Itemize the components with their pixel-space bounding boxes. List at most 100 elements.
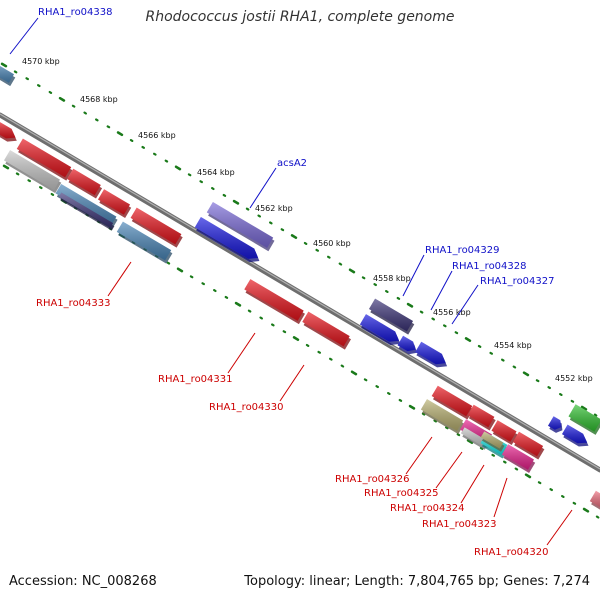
gene-label-acsA2[interactable]: acsA2 — [277, 158, 307, 169]
feature-ro04328-gloss[interactable] — [359, 314, 400, 342]
feature-ro04338-gloss[interactable] — [0, 63, 14, 83]
gene-label-ro04333[interactable]: RHA1_ro04333 — [36, 298, 111, 309]
feature-ro04329-gloss[interactable] — [369, 298, 413, 332]
genome-backbone — [0, 112, 600, 473]
feature-ro04329[interactable] — [369, 298, 415, 335]
feature-navy-1[interactable] — [58, 192, 115, 231]
feature-ro04326-gloss[interactable] — [420, 399, 464, 431]
gene-features — [0, 63, 600, 511]
scale-tick-minor — [503, 460, 507, 464]
tick-label-4554: 4554 kbp — [494, 341, 532, 350]
scale-tick-major — [580, 405, 588, 411]
scale-tick-major — [116, 131, 124, 137]
scale-tick-major — [2, 164, 10, 170]
feature-olive-2[interactable] — [480, 431, 505, 452]
feature-ro04320-gloss[interactable] — [589, 490, 600, 508]
gene-label-ro04320[interactable]: RHA1_ro04320 — [474, 547, 549, 558]
feature-red-6-gloss[interactable] — [431, 385, 473, 417]
feature-red-8[interactable] — [491, 420, 518, 445]
feature-green-1[interactable] — [568, 404, 600, 435]
feature-grey-1[interactable] — [4, 150, 62, 194]
scale-tick-minor — [535, 379, 540, 383]
feature-ro04331[interactable] — [244, 279, 305, 325]
feature-ro04320[interactable] — [589, 490, 600, 511]
feature-ro04323-gloss[interactable] — [502, 444, 534, 470]
feature-blue-2-gloss[interactable] — [548, 416, 562, 430]
gene-label-ro04331[interactable]: RHA1_ro04331 — [158, 374, 233, 385]
feature-red-2-gloss[interactable] — [16, 138, 72, 178]
feature-ro04323[interactable] — [502, 444, 536, 473]
gene-label-ro04328[interactable]: RHA1_ro04328 — [452, 261, 527, 272]
gene-label-ro04324[interactable]: RHA1_ro04324 — [390, 503, 465, 514]
feature-ro04327-a-gloss[interactable] — [397, 335, 416, 352]
feature-red-7-gloss[interactable] — [467, 404, 495, 428]
feature-steel-1-gloss[interactable] — [55, 184, 117, 226]
scale-tick-minor — [547, 386, 552, 390]
scale-tick-minor — [419, 310, 424, 314]
scale-tick-major — [174, 165, 182, 171]
feature-red-8-gloss[interactable] — [491, 420, 517, 442]
feature-red-6[interactable] — [431, 385, 474, 420]
scale-tick-major — [524, 473, 532, 479]
feature-red-9-gloss[interactable] — [512, 431, 544, 457]
feature-ro04331-gloss[interactable] — [244, 279, 304, 321]
feature-red-5-gloss[interactable] — [130, 207, 182, 245]
scale-tick-minor — [456, 433, 461, 437]
feature-ro04327-a[interactable] — [397, 335, 418, 355]
scale-tick-major — [408, 404, 416, 410]
feature-steel-2-gloss[interactable] — [116, 221, 172, 261]
feature-red-2[interactable] — [16, 138, 73, 181]
feature-blue-3[interactable] — [562, 424, 589, 447]
scale-tick-minor — [373, 283, 377, 287]
gene-label-ro04329[interactable]: RHA1_ro04329 — [425, 245, 500, 256]
feature-blue-1-gloss[interactable] — [194, 217, 259, 259]
feature-red-1[interactable] — [0, 122, 17, 142]
feature-grey-1-gloss[interactable] — [4, 150, 60, 190]
feature-acsA2[interactable] — [206, 202, 275, 252]
feature-red-9[interactable] — [512, 431, 545, 460]
feature-green-1-gloss[interactable] — [568, 404, 600, 432]
feature-red-4-gloss[interactable] — [98, 189, 130, 215]
feature-ro04328[interactable] — [359, 314, 401, 345]
gene-label-ro04330[interactable]: RHA1_ro04330 — [209, 402, 284, 413]
feature-grey-2-gloss[interactable] — [461, 427, 487, 447]
feature-red-3[interactable] — [67, 168, 103, 199]
feature-navy-1-gloss[interactable] — [58, 192, 114, 228]
scale-tick-minor — [199, 180, 203, 184]
gene-label-ro04338[interactable]: RHA1_ro04338 — [38, 7, 113, 18]
feature-blue-1[interactable] — [194, 217, 260, 263]
gene-label-ro04326[interactable]: RHA1_ro04326 — [335, 474, 410, 485]
leader-ro04338 — [9, 17, 39, 55]
feature-steel-2[interactable] — [116, 221, 173, 264]
scale-tick-minor — [338, 262, 343, 266]
gene-label-ro04325[interactable]: RHA1_ro04325 — [364, 488, 439, 499]
feature-olive-2-gloss[interactable] — [480, 431, 504, 449]
scale-tick-minor — [282, 330, 287, 334]
scale-tick-minor — [48, 90, 53, 95]
feature-ro04330[interactable] — [302, 311, 351, 350]
scale-tick-minor — [303, 241, 308, 245]
feature-blue-2[interactable] — [548, 416, 563, 433]
leader-acsA2 — [249, 167, 277, 209]
feature-red-5[interactable] — [130, 207, 183, 248]
feature-grey-2[interactable] — [461, 427, 489, 450]
feature-red-7[interactable] — [467, 404, 496, 431]
scale-tick-minor — [189, 275, 194, 279]
scale-tick-minor — [201, 282, 205, 286]
feature-red-3-gloss[interactable] — [67, 168, 101, 196]
feature-ro04326[interactable] — [420, 399, 465, 435]
scale-tick-minor — [375, 385, 379, 389]
gene-label-ro04323[interactable]: RHA1_ro04323 — [422, 519, 497, 530]
feature-blue-3-gloss[interactable] — [562, 424, 588, 444]
leader-ro04333 — [107, 261, 132, 297]
feature-ro04327-b-gloss[interactable] — [415, 341, 446, 365]
feature-red-1-gloss[interactable] — [0, 122, 16, 139]
feature-ro04327-b[interactable] — [415, 341, 448, 368]
gene-label-ro04327[interactable]: RHA1_ro04327 — [480, 276, 555, 287]
feature-acsA2-gloss[interactable] — [206, 202, 274, 248]
feature-red-4[interactable] — [98, 189, 132, 218]
feature-ro04330-gloss[interactable] — [302, 311, 350, 347]
scale-tick-minor — [595, 515, 600, 519]
feature-ro04338[interactable] — [0, 63, 16, 87]
scale-tick-minor — [572, 501, 577, 505]
